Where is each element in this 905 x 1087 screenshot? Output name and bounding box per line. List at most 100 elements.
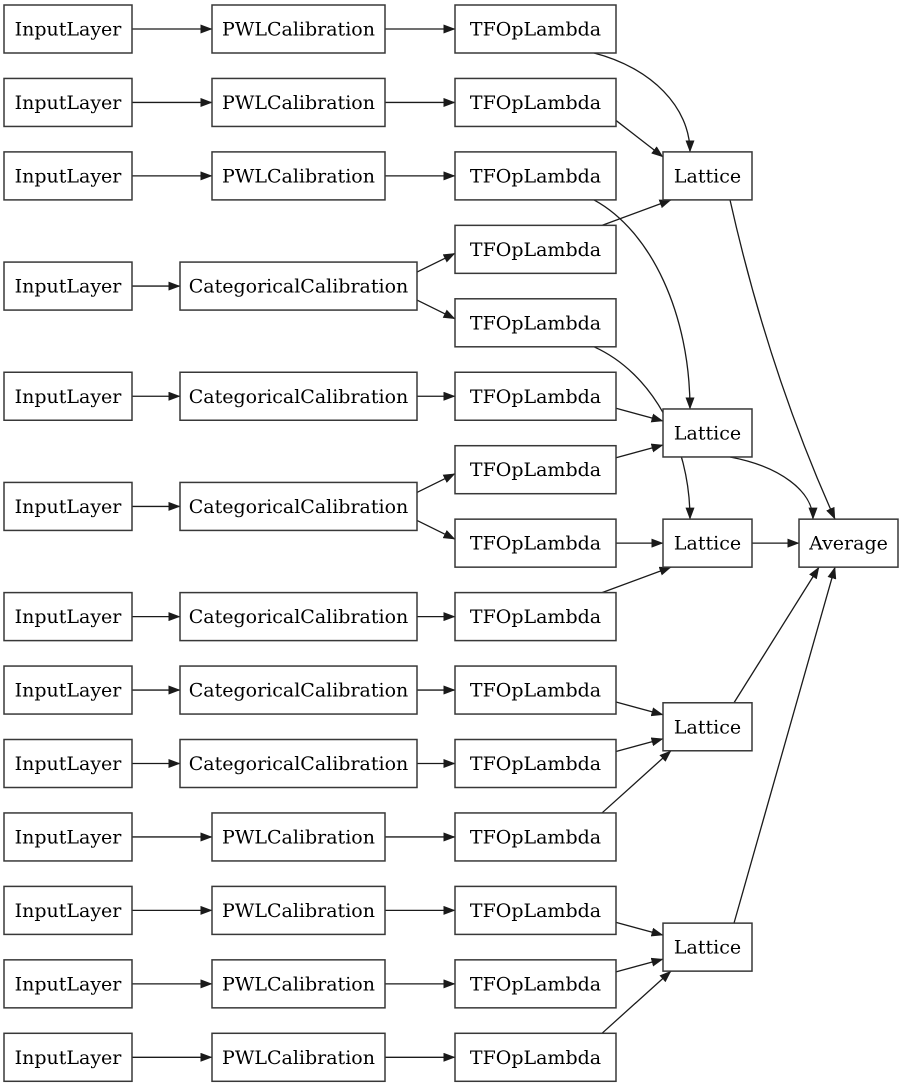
- node-lambda_3: TFOpLambda: [454, 224, 617, 275]
- node-box-tfoplambda: [454, 812, 617, 862]
- node-input_9: InputLayer: [3, 812, 133, 862]
- node-box-pwlcalibration: [211, 1032, 386, 1083]
- node-label: InputLayer: [15, 19, 123, 41]
- node-label: TFOpLambda: [470, 973, 601, 995]
- node-label: TFOpLambda: [470, 753, 601, 775]
- node-box-tfoplambda: [454, 1032, 617, 1083]
- edge-lattice_4-to-average: [733, 566, 837, 924]
- node-label: InputLayer: [15, 165, 123, 187]
- node-cat_5: CategoricalCalibration: [179, 738, 418, 789]
- node-label: PWLCalibration: [222, 973, 375, 995]
- node-input_0: InputLayer: [3, 4, 133, 54]
- node-lambda_5: TFOpLambda: [454, 371, 617, 421]
- node-label: InputLayer: [15, 973, 123, 995]
- edge-lambda_8-to-lattice_2: [601, 566, 672, 594]
- edge-lambda_5-to-lattice_1: [615, 407, 664, 423]
- edge-lambda_10-to-lattice_3: [615, 737, 664, 753]
- edge-lambda_3-to-lattice_0: [601, 199, 672, 226]
- node-box-tfoplambda: [454, 959, 617, 1009]
- node-box-pwlcalibration: [211, 151, 386, 201]
- node-lattice_1: Lattice: [662, 408, 753, 458]
- node-pwl_0: PWLCalibration: [211, 4, 386, 54]
- node-label: Lattice: [674, 716, 741, 738]
- node-input_11: InputLayer: [3, 959, 133, 1009]
- node-label: TFOpLambda: [470, 900, 601, 922]
- node-box-inputlayer: [3, 885, 133, 936]
- node-label: PWLCalibration: [222, 165, 375, 187]
- node-label: CategoricalCalibration: [189, 276, 409, 298]
- node-box-average: [798, 518, 899, 568]
- node-box-tfoplambda: [454, 371, 617, 421]
- node-input_3: InputLayer: [3, 261, 133, 311]
- node-label: TFOpLambda: [470, 680, 601, 702]
- node-label: TFOpLambda: [470, 165, 601, 187]
- node-label: Lattice: [674, 422, 741, 444]
- node-lattice_4: Lattice: [662, 922, 753, 972]
- node-lambda_0: TFOpLambda: [454, 4, 617, 54]
- node-label: TFOpLambda: [470, 92, 601, 114]
- node-lambda_14: TFOpLambda: [454, 1032, 617, 1083]
- node-input_2: InputLayer: [3, 151, 133, 201]
- node-lambda_12: TFOpLambda: [454, 885, 617, 936]
- node-lambda_8: TFOpLambda: [454, 591, 617, 642]
- node-label: PWLCalibration: [222, 92, 375, 114]
- node-input_12: InputLayer: [3, 1032, 133, 1083]
- node-box-categoricalcalibration: [179, 371, 418, 421]
- edge-lambda_9-to-lattice_3: [615, 701, 664, 717]
- node-label: InputLayer: [15, 1047, 123, 1069]
- node-label: InputLayer: [15, 276, 123, 298]
- node-box-tfoplambda: [454, 591, 617, 642]
- node-lambda_1: TFOpLambda: [454, 77, 617, 128]
- node-box-categoricalcalibration: [179, 481, 418, 532]
- node-box-tfoplambda: [454, 444, 617, 495]
- node-label: CategoricalCalibration: [189, 386, 409, 408]
- node-box-categoricalcalibration: [179, 591, 418, 642]
- node-label: InputLayer: [15, 606, 123, 628]
- node-label: InputLayer: [15, 386, 123, 408]
- node-lattice_3: Lattice: [662, 702, 753, 752]
- node-box-categoricalcalibration: [179, 738, 418, 789]
- node-input_4: InputLayer: [3, 371, 133, 421]
- node-label: InputLayer: [15, 92, 123, 114]
- edge-layer: [132, 24, 837, 1062]
- node-label: CategoricalCalibration: [189, 496, 409, 518]
- node-input_10: InputLayer: [3, 885, 133, 936]
- node-cat_1: CategoricalCalibration: [179, 371, 418, 421]
- node-box-pwlcalibration: [211, 77, 386, 128]
- node-label: TFOpLambda: [470, 239, 601, 261]
- node-label: TFOpLambda: [470, 1047, 601, 1069]
- node-lambda_7: TFOpLambda: [454, 518, 617, 568]
- node-box-inputlayer: [3, 738, 133, 789]
- node-box-inputlayer: [3, 959, 133, 1009]
- edge-lattice_0-to-average: [729, 199, 836, 520]
- node-box-tfoplambda: [454, 665, 617, 715]
- edge-lambda_6-to-lattice_1: [615, 443, 664, 459]
- node-box-inputlayer: [3, 151, 133, 201]
- node-input_7: InputLayer: [3, 665, 133, 715]
- node-box-pwlcalibration: [211, 4, 386, 54]
- node-box-tfoplambda: [454, 224, 617, 275]
- node-label: InputLayer: [15, 900, 123, 922]
- edge-cat_2-to-lambda_7: [416, 519, 456, 540]
- node-box-tfoplambda: [454, 298, 617, 348]
- node-cat_2: CategoricalCalibration: [179, 481, 418, 532]
- node-box-inputlayer: [3, 812, 133, 862]
- node-box-tfoplambda: [454, 151, 617, 201]
- node-input_8: InputLayer: [3, 738, 133, 789]
- edge-lattice_3-to-average: [733, 566, 820, 704]
- node-cat_4: CategoricalCalibration: [179, 665, 418, 715]
- node-box-inputlayer: [3, 4, 133, 54]
- node-label: InputLayer: [15, 753, 123, 775]
- node-lattice_0: Lattice: [662, 151, 753, 201]
- node-label: Lattice: [674, 533, 741, 555]
- node-box-categoricalcalibration: [179, 665, 418, 715]
- node-label: CategoricalCalibration: [189, 680, 409, 702]
- node-input_6: InputLayer: [3, 591, 133, 642]
- node-box-categoricalcalibration: [179, 261, 418, 311]
- node-label: PWLCalibration: [222, 19, 375, 41]
- node-pwl_1: PWLCalibration: [211, 77, 386, 128]
- node-pwl_6: PWLCalibration: [211, 1032, 386, 1083]
